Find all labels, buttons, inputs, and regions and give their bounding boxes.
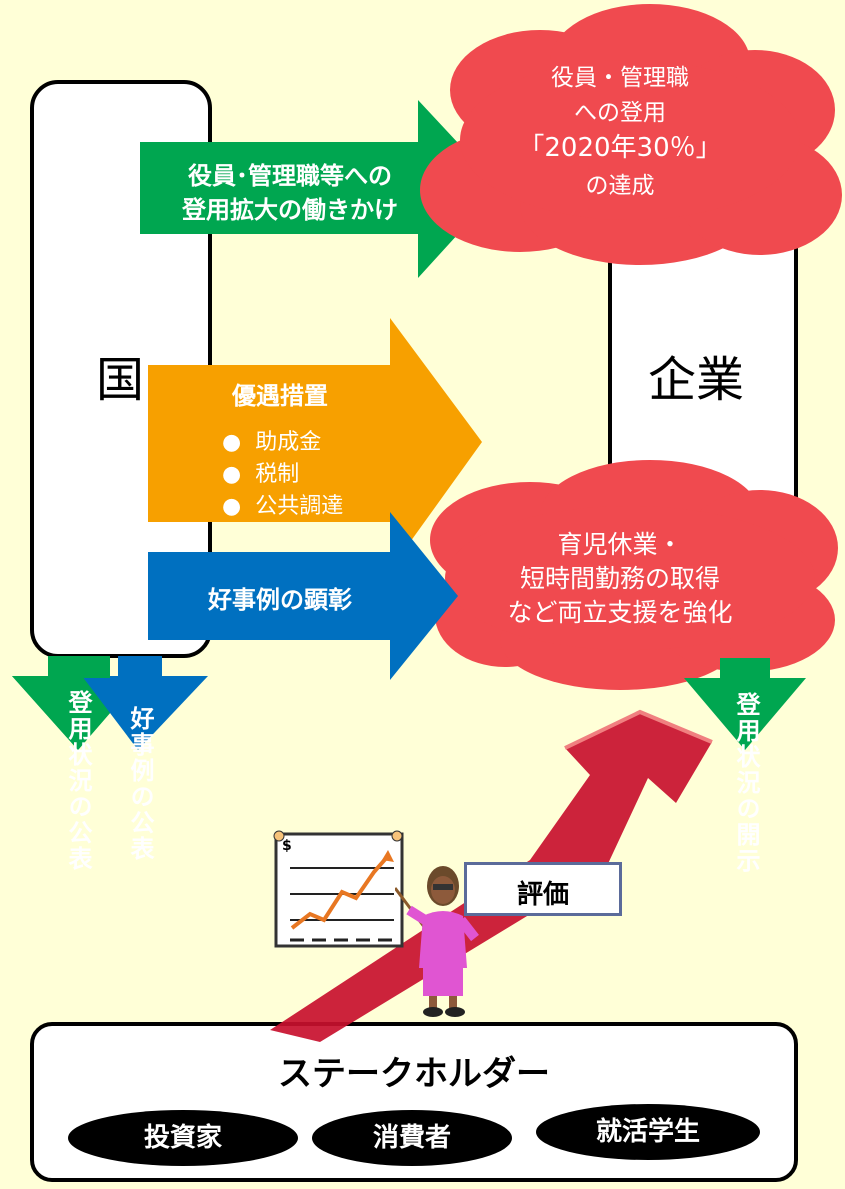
company-label: 企業 (647, 352, 744, 408)
incentive-label: 公共調達 (255, 494, 344, 519)
stakeholder-students: 就活学生 (536, 1104, 760, 1160)
goal-cloud-line1: 役員・管理職 (551, 65, 689, 91)
presenter-icon (395, 866, 479, 1017)
incentives-arrow (148, 318, 482, 570)
support-cloud-line3: など両立支援を強化 (507, 598, 733, 627)
good-practice-shaft (118, 656, 162, 678)
support-cloud (430, 460, 838, 690)
promote-arrow (140, 100, 500, 278)
goal-cloud (420, 4, 842, 265)
chart-board-icon (273, 830, 404, 948)
commend-label: 好事例の顕彰 (208, 586, 352, 614)
goal-cloud-line4: の達成 (585, 173, 655, 199)
support-cloud-line2: 短時間勤務の取得 (519, 564, 720, 593)
stakeholder-consumers: 消費者 (312, 1110, 512, 1166)
country-label: 国 (96, 352, 145, 408)
country-disclosure-label: 登用状況の公表 (64, 690, 92, 872)
country-disclosure-shaft (48, 656, 110, 678)
good-practice-label: 好事例の公表 (126, 706, 154, 862)
incentive-label: 税制 (255, 462, 300, 487)
goal-cloud-line3: 「2020年30％」 (518, 133, 722, 163)
support-cloud-line1: 育児休業・ (557, 530, 683, 559)
company-disclosure-label: 登用状況の開示 (732, 692, 760, 874)
promote-arrow-line1: 役員･管理職等への (188, 162, 392, 190)
incentive-label: 助成金 (255, 430, 322, 455)
rising-arrow (270, 712, 712, 1042)
chart-dollar-symbol: $ (282, 838, 292, 854)
incentives-item-2: ● 税制 (222, 456, 299, 488)
incentives-title: 優遇措置 (232, 382, 328, 410)
promote-arrow-line2: 登用拡大の働きかけ (182, 196, 398, 224)
commend-arrow (148, 512, 458, 680)
bullet-icon: ● (222, 494, 242, 519)
good-practice-arrow (82, 676, 208, 750)
country-disclosure-body (48, 658, 110, 680)
company-disclosure-arrow (684, 678, 806, 750)
evaluation-label-box (464, 662, 622, 716)
goal-cloud-line2: への登用 (574, 100, 666, 126)
company-disclosure-arrow-shaft (720, 658, 770, 678)
incentives-item-3: ● 公共調達 (222, 488, 343, 520)
stakeholder-investors: 投資家 (68, 1110, 298, 1166)
bullet-icon: ● (222, 430, 242, 455)
evaluation-box (464, 862, 622, 916)
stakeholders-title: ステークホルダー (278, 1054, 550, 1094)
evaluation-label: 評価 (516, 880, 569, 910)
bullet-icon: ● (222, 462, 242, 487)
incentives-item-1: ● 助成金 (222, 424, 321, 456)
